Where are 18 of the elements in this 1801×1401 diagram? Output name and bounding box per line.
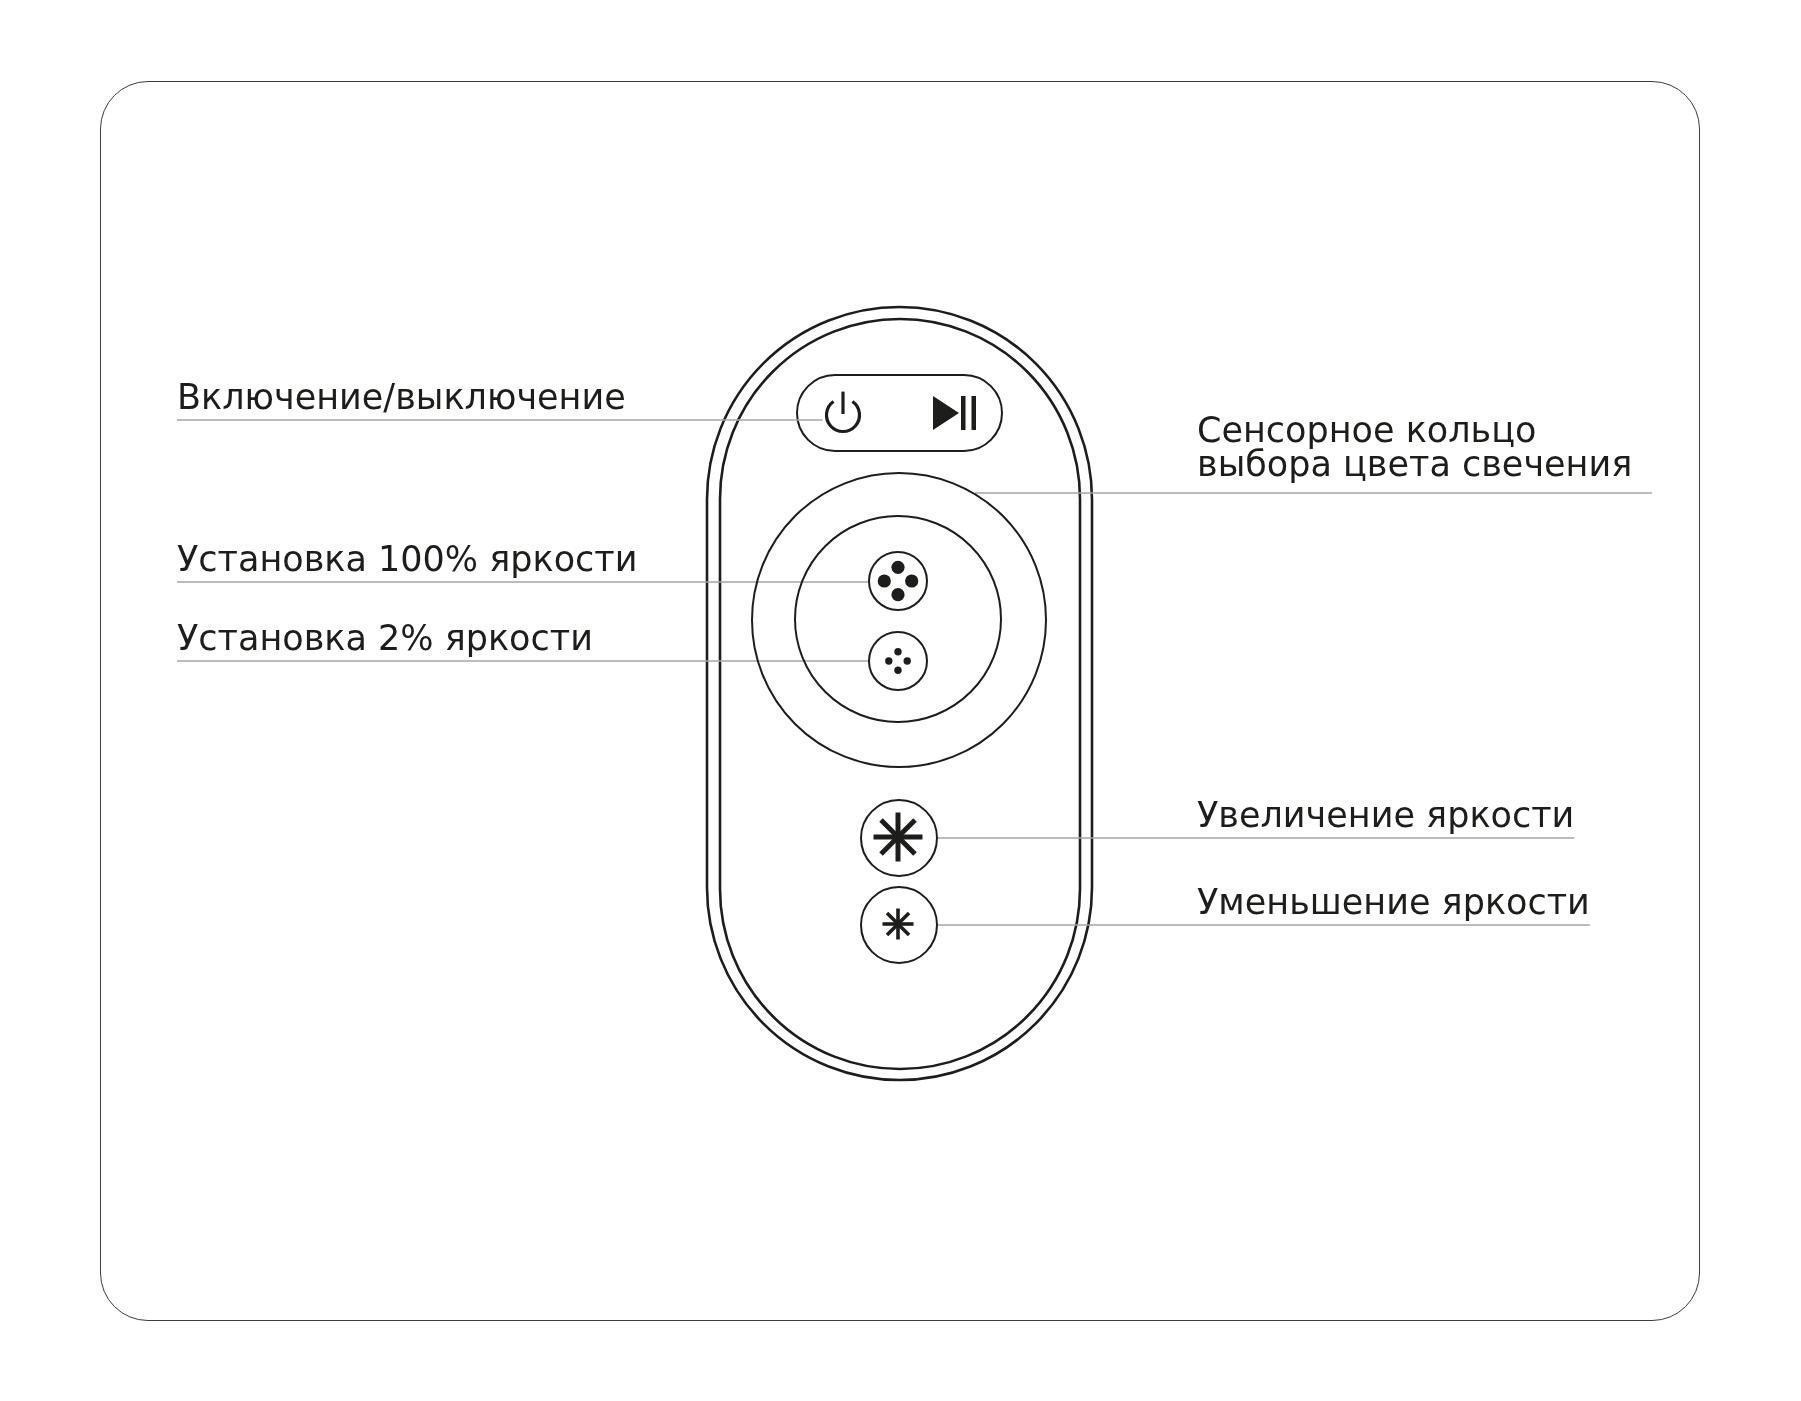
round-button (860, 886, 938, 964)
leader-line (176, 419, 824, 421)
round-button (868, 631, 929, 692)
callout-label: Включение/выключение (177, 378, 626, 420)
touch-ring (751, 472, 1047, 768)
callout-label: Уменьшение яркости (1197, 883, 1590, 925)
leader-line (937, 837, 1576, 839)
power-icon (822, 389, 863, 434)
callout-label: Установка 2% яркости (177, 619, 593, 661)
callout-label: Сенсорное кольцо выбора цвета свечения (1197, 413, 1652, 493)
leader-line (937, 924, 1591, 926)
leader-line (974, 492, 1653, 494)
leader-line (176, 660, 870, 662)
callout-label: Установка 100% яркости (177, 540, 638, 582)
round-button (860, 799, 938, 877)
callout-label: Увеличение яркости (1197, 796, 1575, 838)
leader-line (176, 581, 870, 583)
round-button (868, 551, 929, 612)
